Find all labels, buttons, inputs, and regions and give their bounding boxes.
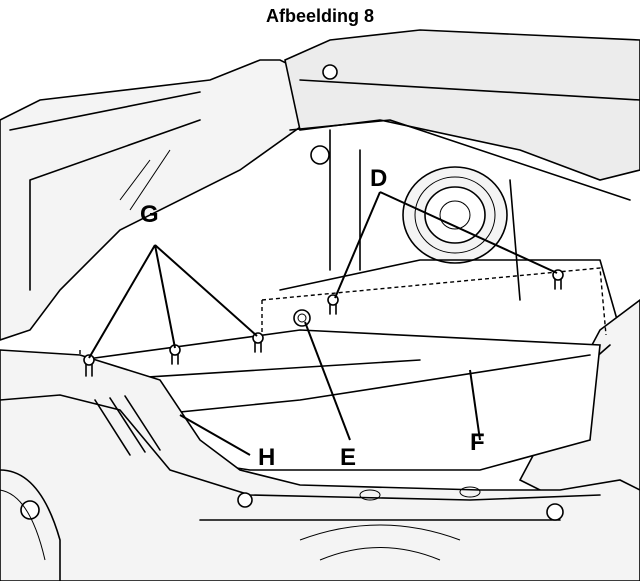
- bolt-icon: [237, 492, 253, 508]
- figure-title: Afbeelding 8: [265, 6, 374, 26]
- pulley-assembly: [402, 166, 508, 264]
- chassis-base: [0, 349, 640, 581]
- knob-icon: [293, 309, 311, 327]
- screw-icon: [83, 354, 95, 366]
- callout-d: D: [370, 165, 387, 192]
- bolt-icon: [546, 503, 564, 521]
- callout-e: E: [340, 444, 356, 471]
- bolt-icon: [310, 145, 330, 165]
- bolt-icon: [322, 64, 338, 80]
- knob-e: [293, 309, 311, 327]
- callout-h: H: [258, 444, 275, 471]
- callout-g: G: [140, 201, 159, 228]
- leader-lines: [88, 191, 558, 456]
- bolt-icon: [20, 500, 40, 520]
- callout-f: F: [470, 429, 485, 456]
- machine-housing: [0, 29, 640, 501]
- screws-d: [327, 269, 564, 315]
